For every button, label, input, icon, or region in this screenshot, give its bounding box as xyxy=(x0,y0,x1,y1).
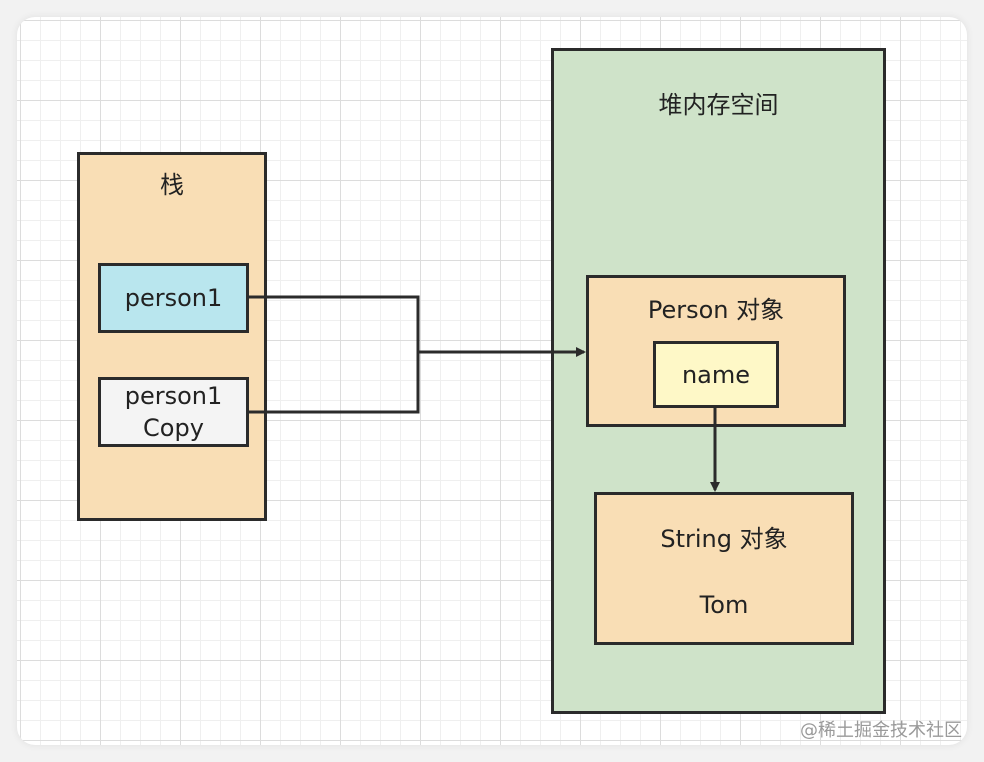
name-field: name xyxy=(653,341,779,408)
string-object-title: String 对象 xyxy=(660,525,788,553)
heap-title: 堆内存空间 xyxy=(658,91,779,119)
person1-variable: person1 xyxy=(98,263,249,333)
person1-label: person1 xyxy=(124,284,223,312)
string-object: String 对象 Tom xyxy=(594,492,854,645)
person-object-title: Person 对象 xyxy=(647,296,785,324)
watermark: @稀土掘金技术社区 xyxy=(800,720,962,741)
person1-copy-line2: Copy xyxy=(143,414,204,442)
stack-title: 栈 xyxy=(160,171,184,199)
person1-copy-line1: person1 xyxy=(124,382,223,410)
name-field-label: name xyxy=(681,360,751,389)
person1-copy-variable: person1 Copy xyxy=(98,377,249,447)
string-value: Tom xyxy=(699,591,749,619)
stack-container: 栈 xyxy=(77,152,267,521)
person1-copy-label: person1 Copy xyxy=(101,380,246,444)
